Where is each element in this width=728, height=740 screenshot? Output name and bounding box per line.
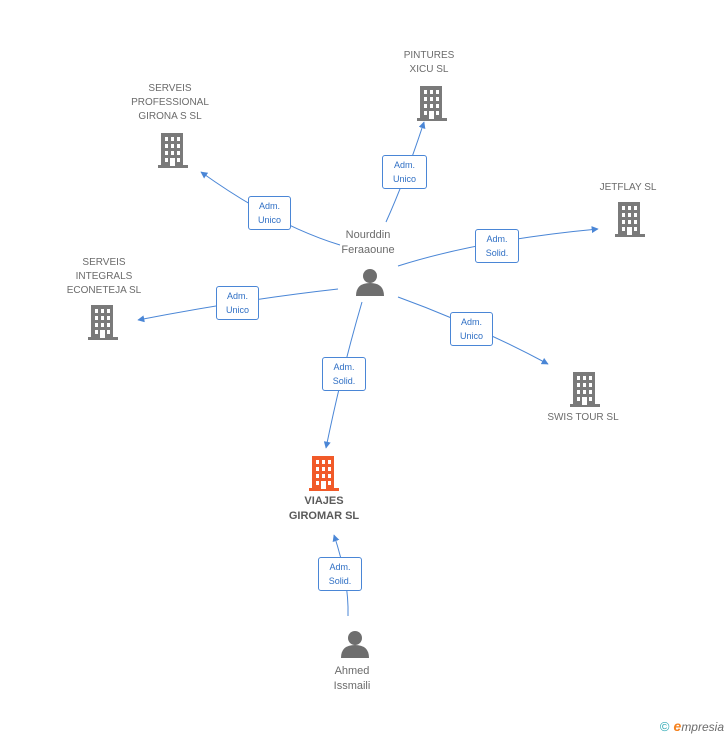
node-line: INTEGRALS — [75, 271, 133, 282]
node-line: SWIS TOUR SL — [547, 412, 619, 423]
node-nourddin-label[interactable]: Nourddin Feraaoune — [320, 228, 416, 258]
node-line: SERVEIS — [148, 83, 192, 94]
node-line: Feraaoune — [341, 244, 395, 256]
node-serveis-integrals-label[interactable]: SERVEIS INTEGRALS ECONETEJA SL — [46, 256, 162, 298]
role-badge-viajes[interactable]: Adm. Solid. — [322, 357, 366, 391]
role-line: Adm. — [460, 317, 482, 327]
role-line: Adm. — [258, 201, 280, 211]
copyright-icon: © — [659, 719, 670, 734]
node-line: GIROMAR SL — [288, 510, 360, 522]
role-line: Solid. — [485, 248, 509, 258]
node-line: PINTURES — [403, 50, 455, 61]
node-line: XICU SL — [409, 64, 449, 75]
edges — [137, 121, 599, 617]
node-line: VIAJES — [304, 495, 344, 507]
node-line: Nourddin — [345, 229, 391, 241]
role-badge-pintures[interactable]: Adm. Unico — [382, 155, 427, 189]
node-line: ECONETEJA SL — [66, 285, 142, 296]
role-badge-ahmed[interactable]: Adm. Solid. — [318, 557, 362, 591]
role-line: Solid. — [328, 576, 352, 586]
role-line: Unico — [225, 305, 249, 315]
node-line: GIRONA S SL — [138, 111, 202, 122]
building-icon — [88, 305, 118, 340]
role-line: Adm. — [333, 362, 355, 372]
node-serveis-professional-label[interactable]: SERVEIS PROFESSIONAL GIRONA S SL — [110, 82, 230, 124]
node-line: JETFLAY SL — [599, 182, 657, 193]
node-line: Issmaili — [333, 680, 371, 692]
role-line: Unico — [459, 331, 483, 341]
role-badge-serveis-professional[interactable]: Adm. Unico — [248, 196, 291, 230]
node-ahmed-label[interactable]: Ahmed Issmaili — [304, 664, 400, 694]
role-line: Unico — [392, 174, 416, 184]
node-line: PROFESSIONAL — [131, 97, 209, 108]
role-line: Adm. — [226, 291, 248, 301]
building-icon — [615, 202, 645, 237]
building-icon — [417, 86, 447, 121]
brand-logo-initial: e — [673, 718, 682, 734]
person-icon — [341, 631, 369, 658]
node-pintures-label[interactable]: PINTURES XICU SL — [382, 49, 476, 77]
footer-brand[interactable]: ©empresia — [660, 718, 724, 734]
person-icon — [356, 269, 384, 296]
node-jetflay-label[interactable]: JETFLAY SL — [580, 181, 676, 195]
node-line: Ahmed — [334, 665, 370, 677]
role-line: Adm. — [393, 160, 415, 170]
building-icon — [570, 372, 600, 407]
role-line: Adm. — [329, 562, 351, 572]
building-icon — [158, 133, 188, 168]
brand-name: mpresia — [681, 720, 724, 734]
role-line: Solid. — [332, 376, 356, 386]
node-swis-label[interactable]: SWIS TOUR SL — [533, 411, 633, 425]
role-badge-swis[interactable]: Adm. Unico — [450, 312, 493, 346]
role-line: Unico — [257, 215, 281, 225]
node-viajes-label[interactable]: VIAJES GIROMAR SL — [268, 494, 380, 524]
role-line: Adm. — [486, 234, 508, 244]
building-icon — [309, 456, 339, 491]
role-badge-serveis-integrals[interactable]: Adm. Unico — [216, 286, 259, 320]
role-badge-jetflay[interactable]: Adm. Solid. — [475, 229, 519, 263]
node-line: SERVEIS — [82, 257, 126, 268]
